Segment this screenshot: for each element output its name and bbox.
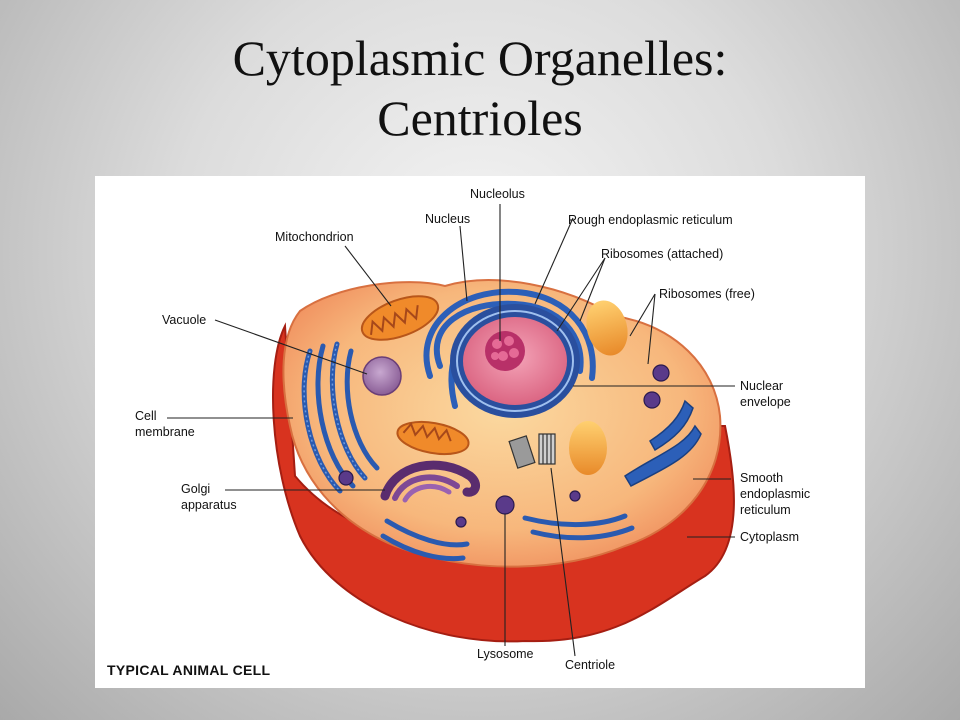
label-nucleolus: Nucleolus <box>470 187 525 201</box>
leader-lines <box>167 204 735 657</box>
mitochondrion-2 <box>396 420 470 456</box>
nucleolus <box>485 331 525 371</box>
label-golgi-1: Golgi <box>181 482 210 496</box>
free-ribosomes <box>338 364 670 528</box>
golgi-apparatus <box>380 460 481 503</box>
animal-cell-diagram: Nucleolus Nucleus Rough endoplasmic reti… <box>95 176 865 688</box>
vesicle-2 <box>569 421 607 475</box>
label-ribosomes-free: Ribosomes (free) <box>659 287 755 301</box>
label-nuclear-envelope-1: Nuclear <box>740 379 783 393</box>
label-ribosomes-attached: Ribosomes (attached) <box>601 247 723 261</box>
nuclear-envelope <box>456 310 574 412</box>
label-golgi-2: apparatus <box>181 498 237 512</box>
label-smooth-er-3: reticulum <box>740 503 791 517</box>
cell-illustration: Nucleolus Nucleus Rough endoplasmic reti… <box>107 187 810 678</box>
slide-title: Cytoplasmic Organelles: Centrioles <box>0 28 960 148</box>
rough-er-bottom <box>380 513 635 562</box>
figure-caption: TYPICAL ANIMAL CELL <box>107 662 270 678</box>
centriole <box>508 433 556 469</box>
slide-title-line-2: Centrioles <box>377 90 583 146</box>
label-vacuole: Vacuole <box>162 313 206 327</box>
mitochondrion <box>360 295 440 341</box>
vacuole <box>362 356 402 396</box>
label-smooth-er-2: endoplasmic <box>740 487 810 501</box>
label-rough-er: Rough endoplasmic reticulum <box>568 213 733 227</box>
label-cytoplasm: Cytoplasm <box>740 530 799 544</box>
label-smooth-er-1: Smooth <box>740 471 783 485</box>
label-nuclear-envelope-2: envelope <box>740 395 791 409</box>
label-mitochondrion: Mitochondrion <box>275 230 354 244</box>
vesicle-1 <box>586 300 628 356</box>
smooth-er <box>623 399 702 487</box>
label-nucleus: Nucleus <box>425 212 470 226</box>
label-cell-membrane-1: Cell <box>135 409 157 423</box>
slide-title-line-1: Cytoplasmic Organelles: <box>232 30 728 86</box>
label-cell-membrane-2: membrane <box>135 425 195 439</box>
label-centriole: Centriole <box>565 658 615 672</box>
label-lysosome: Lysosome <box>477 647 534 661</box>
